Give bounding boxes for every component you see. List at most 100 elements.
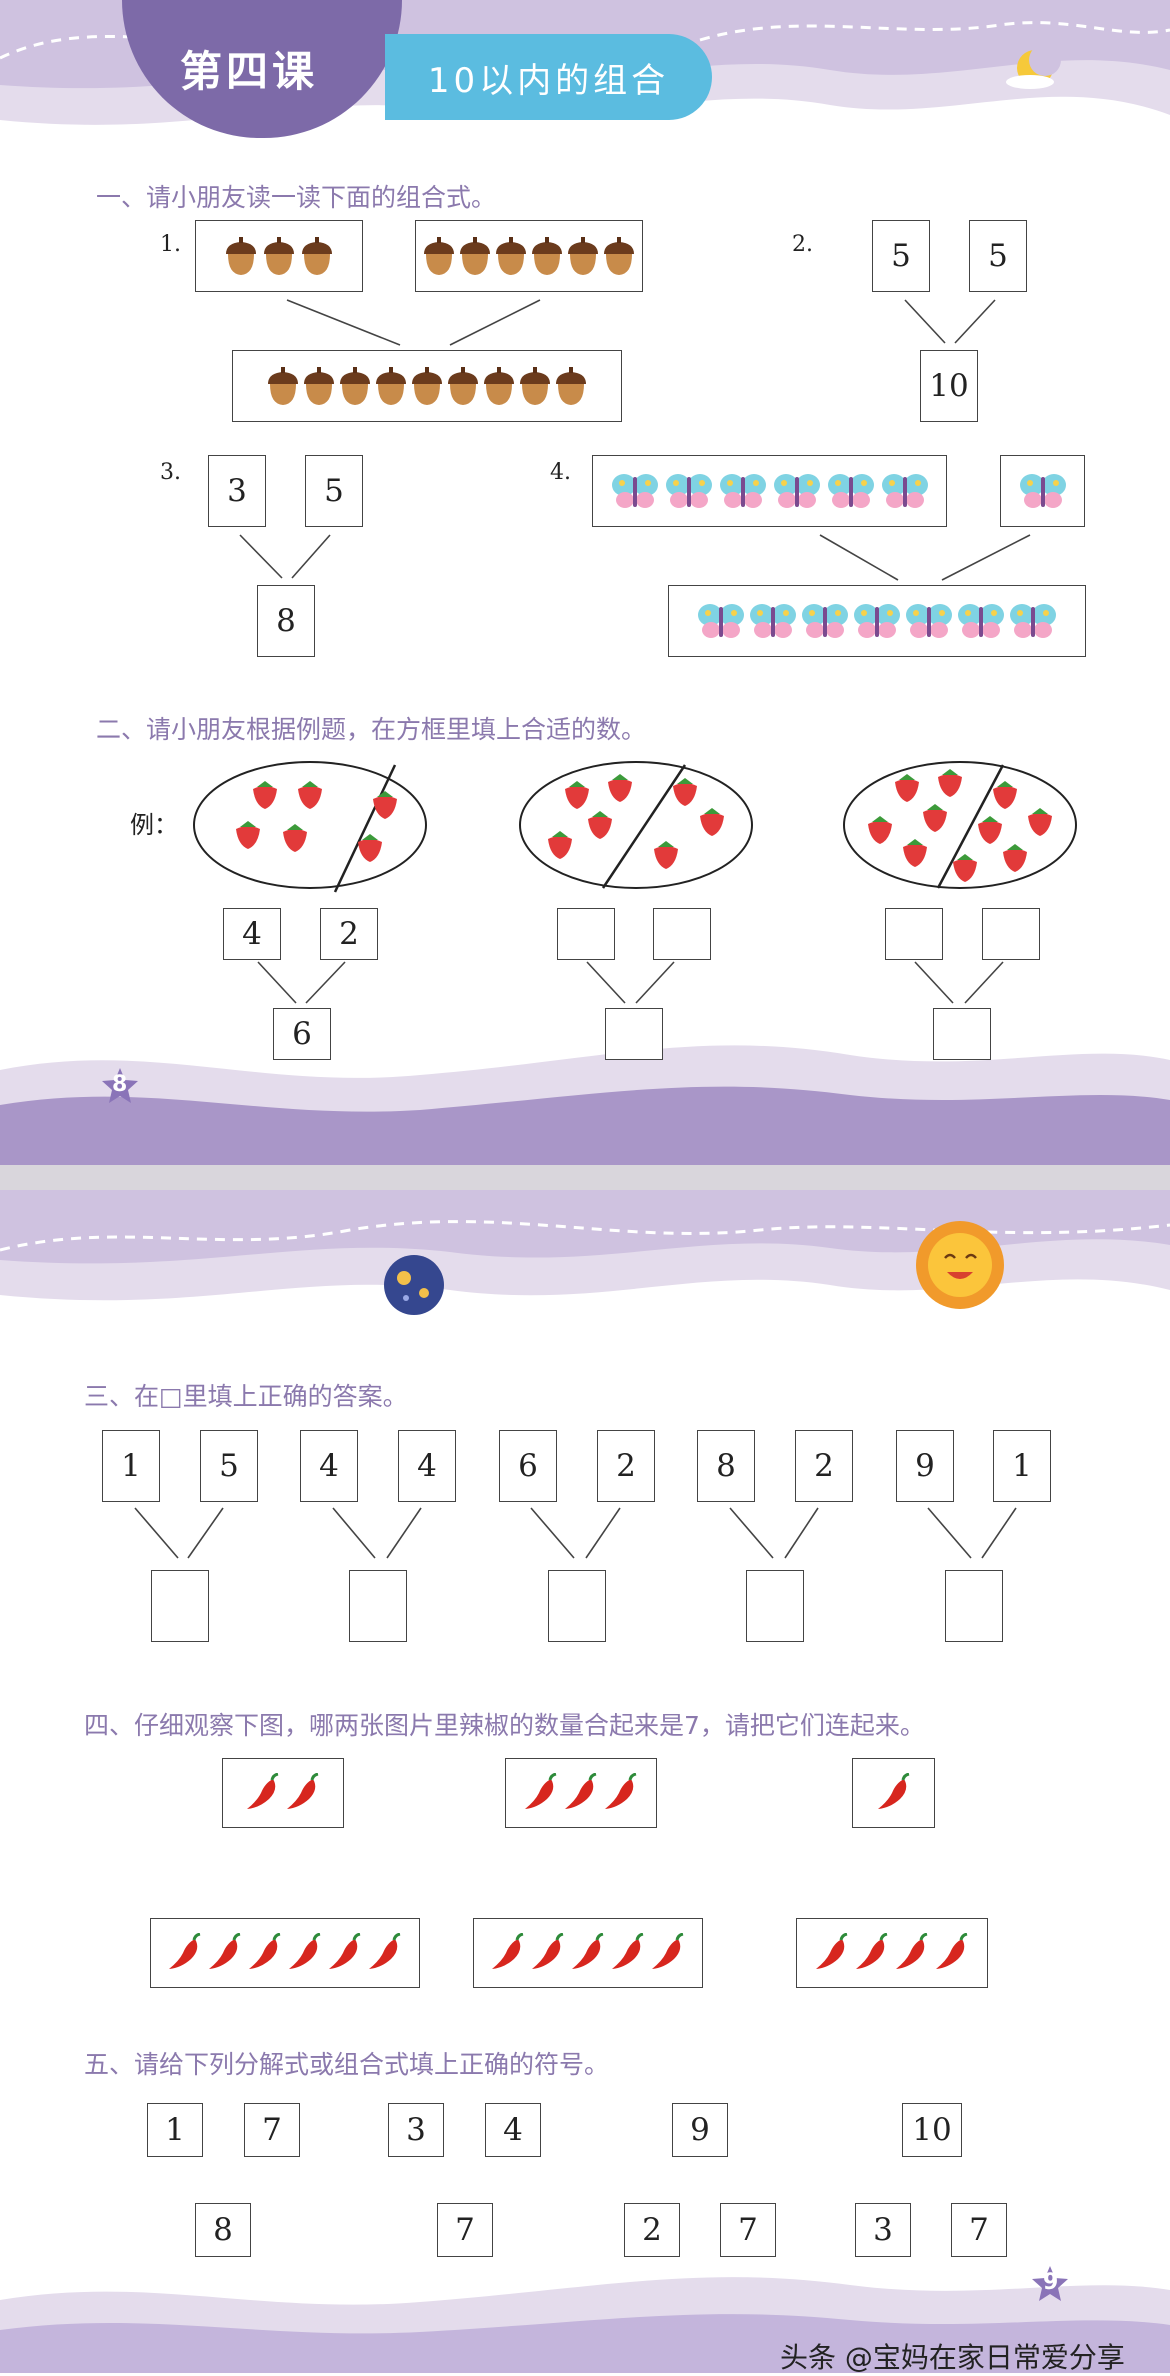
acorn-icon bbox=[604, 237, 634, 275]
chili-card[interactable] bbox=[852, 1758, 935, 1828]
sun-icon bbox=[916, 1221, 1004, 1309]
number-box: 8 bbox=[195, 2203, 251, 2257]
acorn-icon bbox=[264, 237, 294, 275]
acorn-icon bbox=[412, 367, 442, 405]
chili-pepper-icon bbox=[565, 1773, 597, 1809]
number-box-total: 8 bbox=[257, 585, 315, 657]
item-label: 1. bbox=[160, 232, 181, 257]
acorn-icon bbox=[460, 237, 490, 275]
number-box: 7 bbox=[244, 2103, 300, 2157]
number-box: 2 bbox=[795, 1430, 853, 1502]
example-part-box: 2 bbox=[320, 908, 378, 960]
acorn-icon bbox=[520, 367, 550, 405]
chili-pepper-icon bbox=[532, 1933, 564, 1969]
number-box: 2 bbox=[597, 1430, 655, 1502]
number-box: 8 bbox=[697, 1430, 755, 1502]
acorn-icon bbox=[424, 237, 454, 275]
section-4-heading: 四、仔细观察下图，哪两张图片里辣椒的数量合起来是7，请把它们连起来。 bbox=[84, 1711, 925, 1740]
item-label: 2. bbox=[792, 232, 813, 257]
number-box: 4 bbox=[398, 1430, 456, 1502]
answer-box[interactable] bbox=[933, 1008, 991, 1060]
number-box: 3 bbox=[208, 455, 266, 527]
watermark: 头条 @宝妈在家日常爱分享 bbox=[780, 2341, 1125, 2374]
answer-box[interactable] bbox=[557, 908, 615, 960]
answer-box[interactable] bbox=[151, 1570, 209, 1642]
chili-pepper-icon bbox=[247, 1773, 279, 1809]
number-box: 4 bbox=[485, 2103, 541, 2157]
page-9-decor bbox=[0, 1190, 1170, 2373]
chili-pepper-icon bbox=[169, 1933, 201, 1969]
item-label: 3. bbox=[160, 460, 181, 485]
acorn-icon bbox=[376, 367, 406, 405]
section-5-heading: 五、请给下列分解式或组合式填上正确的符号。 bbox=[84, 2050, 610, 2079]
chili-pepper-icon bbox=[287, 1773, 319, 1809]
chili-card[interactable] bbox=[222, 1758, 344, 1828]
item-label: 4. bbox=[550, 460, 571, 485]
page-8-decor bbox=[0, 0, 1170, 1165]
number-box: 2 bbox=[624, 2203, 680, 2257]
number-box: 1 bbox=[993, 1430, 1051, 1502]
acorn-icon bbox=[304, 367, 334, 405]
number-box: 1 bbox=[102, 1430, 160, 1502]
number-box: 3 bbox=[388, 2103, 444, 2157]
acorn-icon bbox=[496, 237, 526, 275]
answer-box[interactable] bbox=[349, 1570, 407, 1642]
chili-card[interactable] bbox=[150, 1918, 420, 1988]
page-number-star-icon bbox=[102, 1068, 138, 1103]
chili-pepper-icon bbox=[936, 1933, 968, 1969]
number-box: 1 bbox=[147, 2103, 203, 2157]
number-box: 6 bbox=[499, 1430, 557, 1502]
moon-icon bbox=[1006, 44, 1061, 89]
chili-pepper-icon bbox=[816, 1933, 848, 1969]
example-part-box: 4 bbox=[223, 908, 281, 960]
butterfly-icon bbox=[611, 474, 658, 508]
chili-card[interactable] bbox=[505, 1758, 657, 1828]
number-box: 7 bbox=[951, 2203, 1007, 2257]
chili-card[interactable] bbox=[473, 1918, 703, 1988]
lesson-title: 第四课 bbox=[180, 47, 319, 96]
butterfly-icon bbox=[827, 474, 874, 508]
number-box: 4 bbox=[300, 1430, 358, 1502]
chili-pepper-icon bbox=[605, 1773, 637, 1809]
acorn-icon bbox=[302, 237, 332, 275]
answer-box[interactable] bbox=[982, 908, 1040, 960]
number-box: 5 bbox=[200, 1430, 258, 1502]
answer-box[interactable] bbox=[945, 1570, 1003, 1642]
butterfly-icon bbox=[698, 604, 744, 638]
chili-pepper-icon bbox=[896, 1933, 928, 1969]
section-1-heading: 一、请小朋友读一读下面的组合式。 bbox=[96, 183, 497, 212]
chili-pepper-icon bbox=[289, 1933, 321, 1969]
chili-pepper-icon bbox=[877, 1773, 909, 1809]
answer-box[interactable] bbox=[605, 1008, 663, 1060]
chili-card[interactable] bbox=[796, 1918, 988, 1988]
acorn-icon bbox=[556, 367, 586, 405]
page-8: 第四课 10以内的组合 一、请小朋友读一读下面的组合式。 1. 2. 5 5 1… bbox=[0, 0, 1170, 1165]
number-box: 7 bbox=[437, 2203, 493, 2257]
chili-pepper-icon bbox=[492, 1933, 524, 1969]
butterfly-icon bbox=[719, 474, 766, 508]
acorn-group-3 bbox=[195, 220, 363, 292]
acorn-group-9 bbox=[232, 350, 622, 422]
lesson-topic: 10以内的组合 bbox=[385, 34, 712, 120]
chili-pepper-icon bbox=[856, 1933, 888, 1969]
acorn-icon bbox=[532, 237, 562, 275]
answer-box[interactable] bbox=[653, 908, 711, 960]
section-2-heading: 二、请小朋友根据例题，在方框里填上合适的数。 bbox=[96, 715, 647, 744]
answer-box[interactable] bbox=[746, 1570, 804, 1642]
acorn-group-6 bbox=[415, 220, 643, 292]
number-box: 9 bbox=[896, 1430, 954, 1502]
butterfly-group-1 bbox=[1000, 455, 1085, 527]
acorn-icon bbox=[448, 367, 478, 405]
page-number: 8 bbox=[112, 1072, 128, 1097]
answer-box[interactable] bbox=[885, 908, 943, 960]
connector-lines bbox=[134, 1507, 1017, 1559]
number-box: 3 bbox=[855, 2203, 911, 2257]
butterfly-icon bbox=[1010, 604, 1056, 638]
chili-pepper-icon bbox=[209, 1933, 241, 1969]
butterfly-icon bbox=[750, 604, 796, 638]
planet-icon bbox=[384, 1255, 444, 1315]
butterfly-icon bbox=[906, 604, 952, 638]
answer-box[interactable] bbox=[548, 1570, 606, 1642]
butterfly-icon bbox=[958, 604, 1004, 638]
page-separator bbox=[0, 1165, 1170, 1190]
